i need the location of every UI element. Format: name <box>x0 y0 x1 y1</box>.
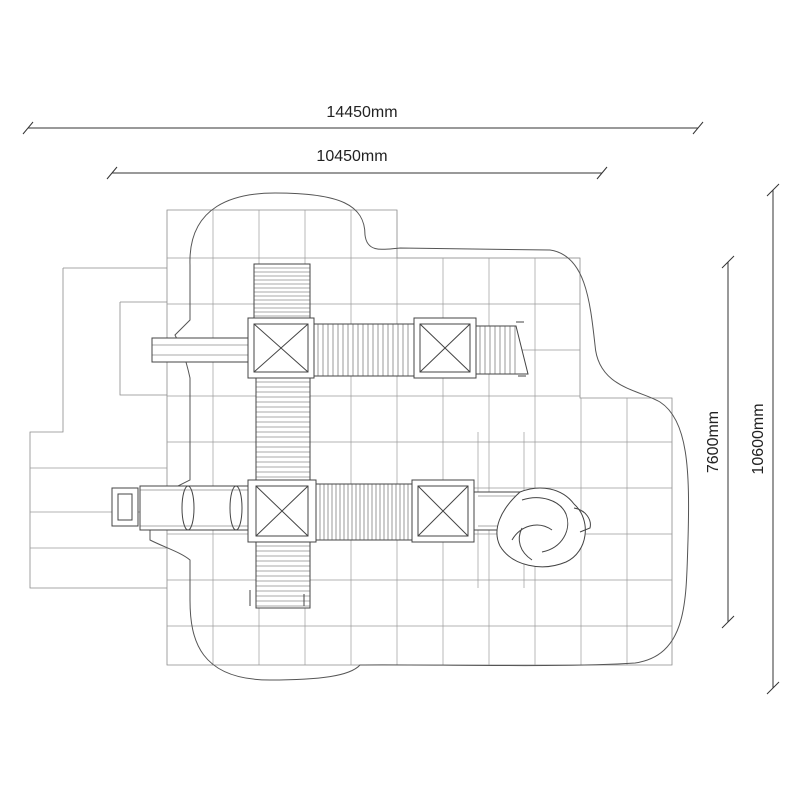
tower-platform-2 <box>413 317 477 379</box>
lower-stairs <box>249 541 311 609</box>
dimension-inner-width: 10450mm <box>106 148 608 180</box>
vertical-bridge <box>255 377 311 483</box>
tube-slide <box>111 485 249 531</box>
dimension-label-overall-width: 14450mm <box>326 104 397 121</box>
upper-right-ramp <box>475 321 529 377</box>
dimension-label-inner-width: 10450mm <box>316 148 387 165</box>
tower-platform-1 <box>247 317 315 379</box>
dimension-inner-depth: 7600mm <box>705 255 735 629</box>
tower-platform-4 <box>411 479 475 543</box>
dimension-overall-depth: 10600mm <box>750 183 780 695</box>
safety-zone-outline <box>149 192 690 681</box>
upper-left-walkway <box>151 337 251 363</box>
dimension-label-overall-depth: 10600mm <box>750 403 767 474</box>
upper-stairs <box>253 263 311 321</box>
upper-bridge <box>313 323 415 377</box>
tower-platform-3 <box>247 479 317 543</box>
ground-tile-grid <box>29 209 673 666</box>
play-structure <box>111 263 591 609</box>
dimension-overall-width: 14450mm <box>22 104 704 135</box>
spiral-slide <box>496 487 591 568</box>
lower-bridge <box>315 483 413 541</box>
dimension-label-inner-depth: 7600mm <box>705 411 722 473</box>
